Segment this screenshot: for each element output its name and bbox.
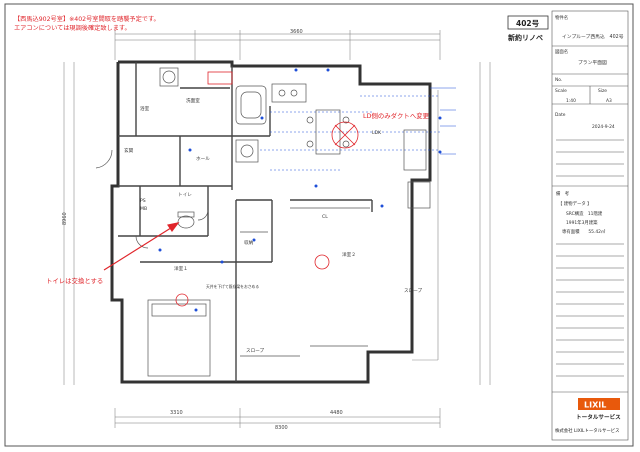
room-subtitle: 新約リノベ xyxy=(508,33,543,42)
label-entrance: 玄関 xyxy=(124,147,134,154)
annotation-duct: LD側のみダクトへ変更 xyxy=(363,111,430,120)
date-value: 2024-9-24 xyxy=(592,124,615,130)
building-data-label: 【 建物データ 】 xyxy=(558,200,592,207)
label-ceiling-note: 天井を下げて既存梁をおさめる xyxy=(206,284,259,289)
balcony-line xyxy=(412,90,439,361)
building-area: 専有面積 55.42㎡ xyxy=(562,228,606,235)
label-slope-right: スロープ xyxy=(404,288,423,294)
room-labels: 玄関 ホール 洗面室 浴室 トイレ LDK 洋室１ 洋室２ CL 収納 PS M… xyxy=(124,97,423,354)
dim-left: 3310 xyxy=(170,410,183,416)
dim-height: 8960 xyxy=(62,212,68,225)
label-toilet: トイレ xyxy=(178,193,192,198)
size-value: A3 xyxy=(606,98,612,104)
label-mb: MB xyxy=(140,206,147,212)
remarks-label: 備 考 xyxy=(556,190,570,197)
leader-lines-blue xyxy=(430,87,456,155)
no-label: No. xyxy=(555,77,562,83)
size-label: Size xyxy=(598,88,607,94)
date-label: Date xyxy=(555,112,566,118)
project-name: インプルーブ西馬込 402号 xyxy=(562,33,624,40)
annotation-toilet: トイレは交換とする xyxy=(46,276,103,285)
ceiling-lines xyxy=(260,95,440,171)
project-label: 物件名 xyxy=(555,14,568,21)
dim-top: 3660 xyxy=(290,29,303,35)
label-slope-left: スロープ xyxy=(246,348,265,354)
logo-company: 株式会社 LIXILトータルサービス xyxy=(555,427,620,434)
scale-value: 1:40 xyxy=(566,98,576,104)
scale-label: Scale xyxy=(555,88,567,94)
label-western-room-2: 洋室２ xyxy=(342,251,356,258)
logo-text: LIXIL xyxy=(584,401,606,410)
label-storage: 収納 xyxy=(244,239,254,246)
building-structure: SRC構造 11階建 xyxy=(566,210,603,217)
dim-total: 8300 xyxy=(275,425,288,431)
building-built: 1991年3月建築 xyxy=(566,219,598,226)
title-block xyxy=(551,10,629,441)
drawing-name: プラン平面図 xyxy=(578,60,607,66)
note-line-2: エアコンについては現調後確定致します。 xyxy=(14,24,131,32)
label-ps: PS xyxy=(140,198,146,204)
drawing-label: 図面名 xyxy=(555,48,568,55)
outer-walls xyxy=(110,60,432,384)
room-badge: 402号 新約リノベ xyxy=(507,15,549,42)
title-block-text: 物件名 インプルーブ西馬込 402号 図面名 プラン平面図 No. Scale … xyxy=(555,14,624,235)
dim-right: 4480 xyxy=(330,410,343,416)
label-ldk: LDK xyxy=(372,130,382,136)
label-washroom: 洗面室 xyxy=(186,97,200,104)
interior-walls xyxy=(118,62,373,382)
room-number: 402号 xyxy=(516,19,540,28)
note-line-1: 【西馬込902号室】※402号室間取を踏襲予定です。 xyxy=(14,15,160,23)
annotation-arrow xyxy=(103,222,180,271)
red-markers xyxy=(175,71,359,307)
logo-service: トータルサービス xyxy=(576,413,621,421)
label-western-room-1: 洋室１ xyxy=(174,265,188,272)
lixil-logo: LIXIL トータルサービス 株式会社 LIXILトータルサービス xyxy=(555,398,621,434)
dimension-lines-top xyxy=(63,30,491,428)
outlet-markers xyxy=(158,68,442,312)
label-bathroom: 浴室 xyxy=(140,105,150,112)
fixtures xyxy=(95,67,431,377)
label-closet: CL xyxy=(322,214,328,220)
label-hall: ホール xyxy=(196,156,210,162)
